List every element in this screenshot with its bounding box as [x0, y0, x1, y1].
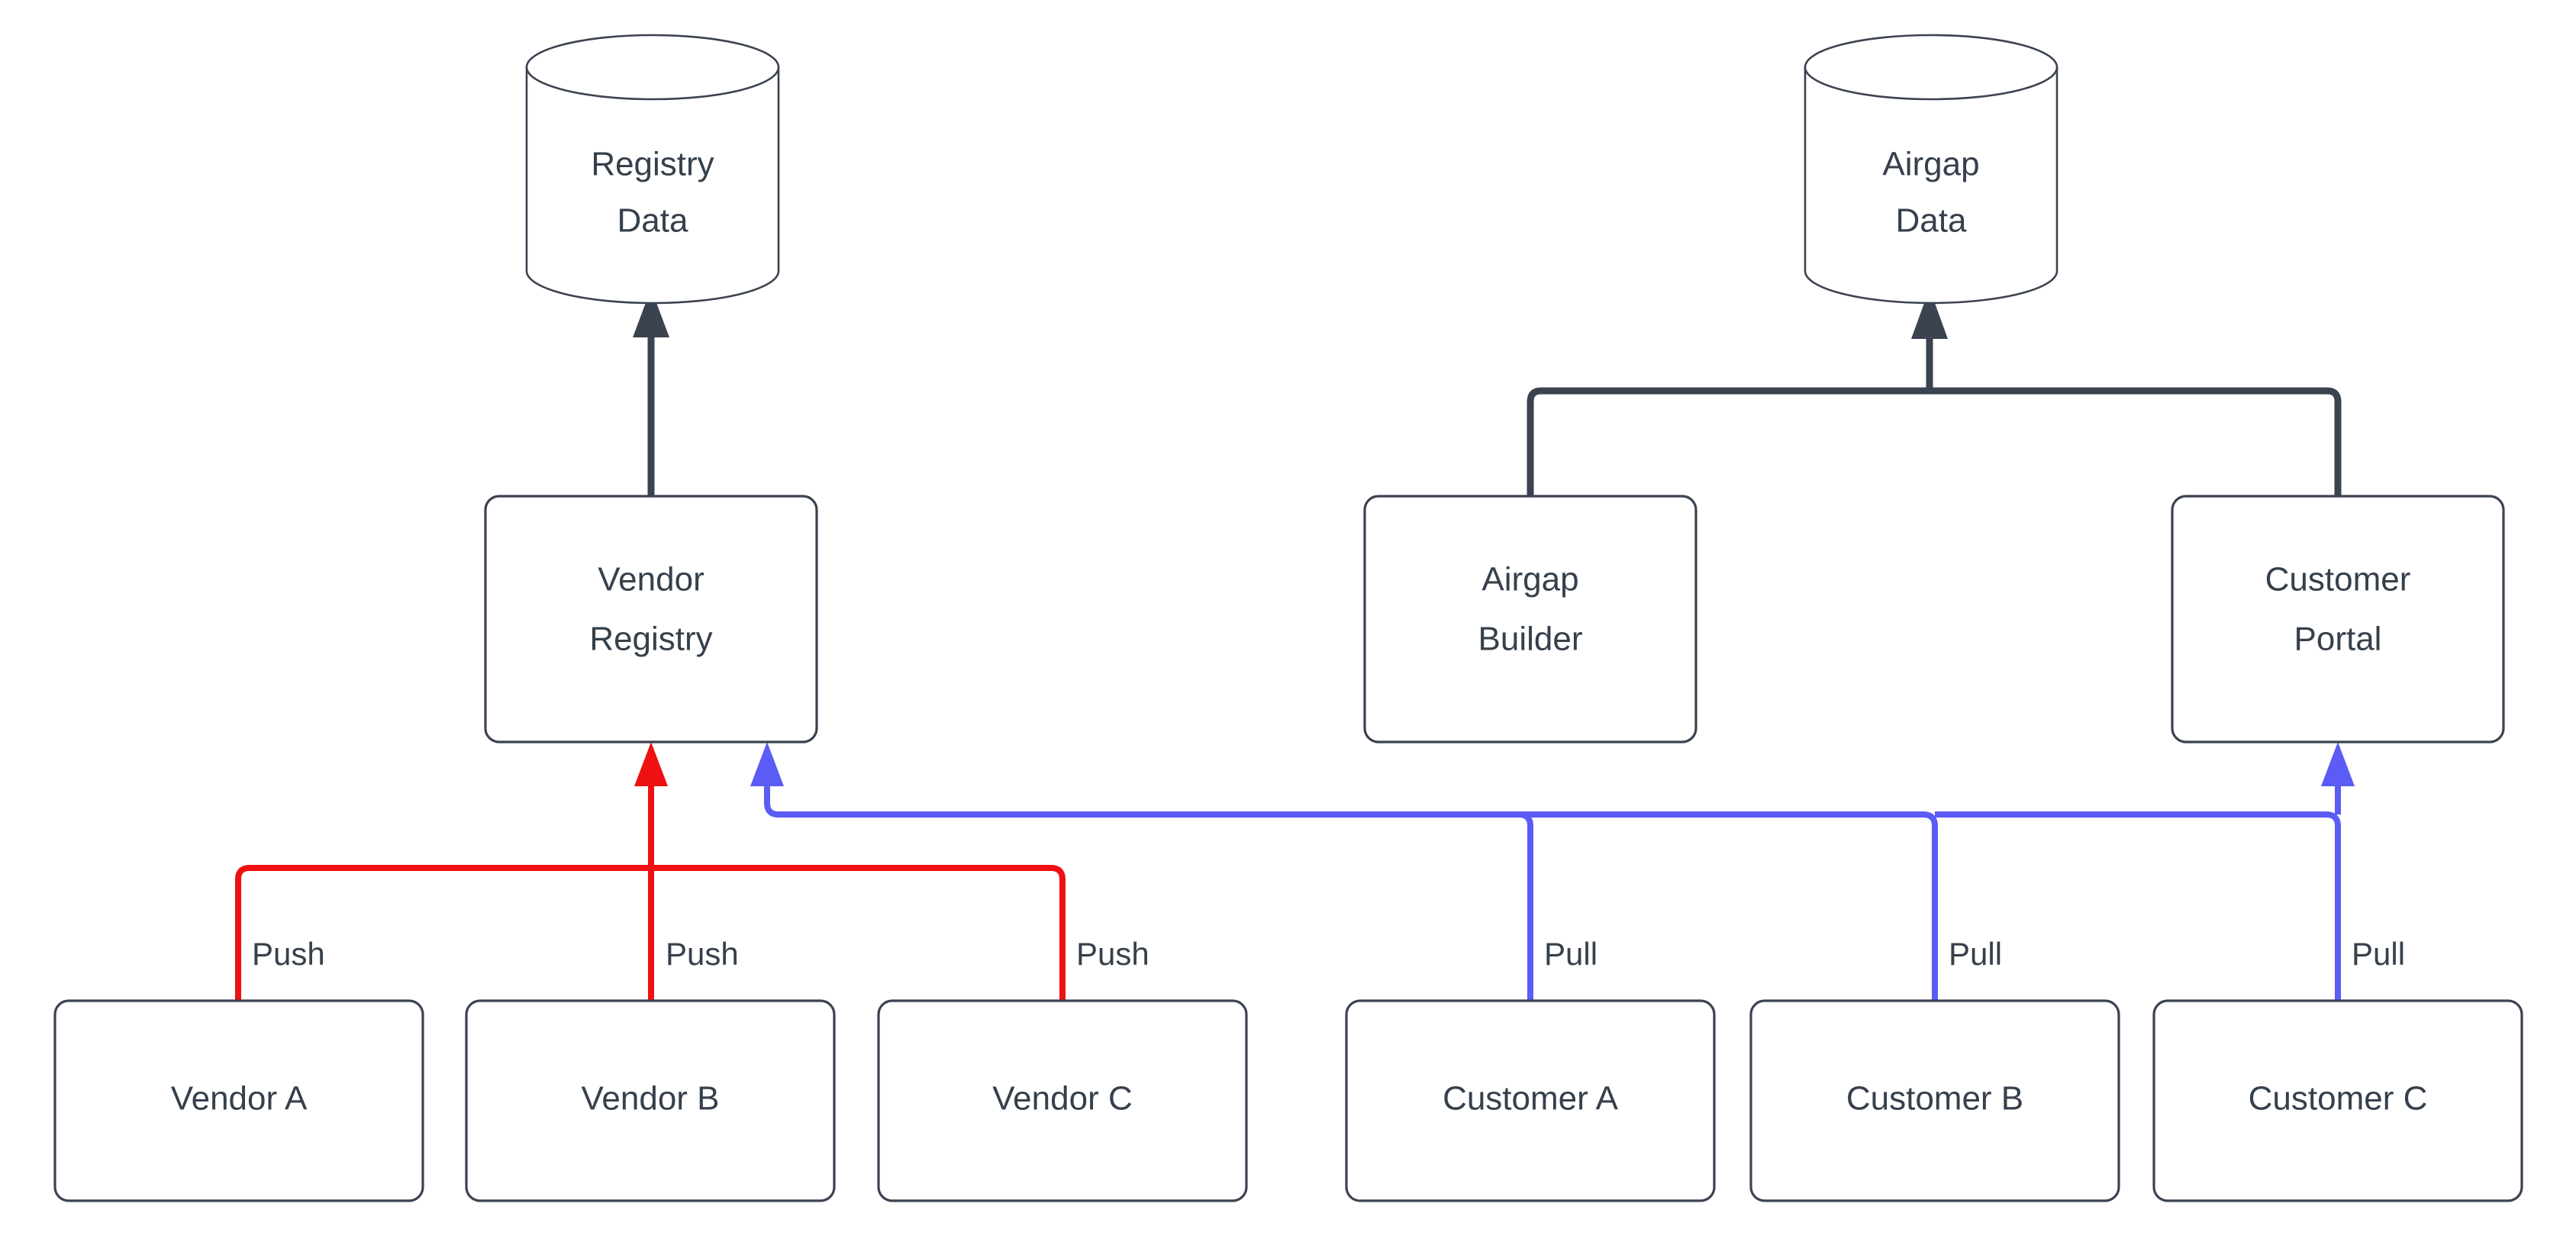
node-airgap-data[interactable]: Airgap Data: [1804, 34, 2059, 305]
node-vendor-c[interactable]: Vendor C: [877, 999, 1248, 1202]
edge-airgap-trunk-to-airgap-data: [1911, 289, 1948, 391]
edge-customer-b-pull: [779, 811, 1938, 1001]
node-registry-data[interactable]: Registry Data: [525, 34, 780, 305]
edge-label-customer-a-pull: Pull: [1544, 936, 1598, 972]
node-vendor-a[interactable]: Vendor A: [53, 999, 424, 1202]
edge-vendor-a-push: [235, 865, 651, 1001]
vendor-a-label: Vendor A: [171, 1080, 308, 1118]
edge-label-customer-b-pull: Pull: [1949, 936, 2002, 972]
airgap-data-label-line2: Data: [1896, 202, 1967, 240]
edge-pull-trunk-to-vendor-registry: [750, 742, 784, 818]
edge-customer-portal-to-airgap-data: [1930, 387, 2342, 496]
edge-label-vendor-a-push: Push: [252, 936, 325, 972]
edge-customer-c-pull: [1935, 742, 2355, 1001]
edge-label-vendor-c-push: Push: [1076, 936, 1149, 972]
node-customer-portal[interactable]: Customer Portal: [2171, 495, 2505, 744]
node-customer-a[interactable]: Customer A: [1345, 999, 1716, 1202]
node-airgap-builder[interactable]: Airgap Builder: [1363, 495, 1697, 744]
node-customer-c[interactable]: Customer C: [2152, 999, 2523, 1202]
edge-vendor-registry-to-registry-data: [633, 289, 669, 496]
edge-label-vendor-b-push: Push: [666, 936, 739, 972]
customer-b-label: Customer B: [1846, 1080, 2023, 1118]
node-vendor-registry[interactable]: Vendor Registry: [484, 495, 818, 744]
airgap-builder-label-line2: Builder: [1478, 621, 1583, 658]
vendor-c-label: Vendor C: [992, 1080, 1132, 1118]
edge-airgap-builder-to-airgap-data: [1527, 387, 1930, 496]
vendor-registry-label-line2: Registry: [589, 621, 712, 658]
customer-a-label: Customer A: [1443, 1080, 1619, 1118]
edge-label-customer-c-pull: Pull: [2352, 936, 2405, 972]
vendor-registry-label-line1: Vendor: [598, 561, 704, 598]
node-vendor-b[interactable]: Vendor B: [465, 999, 836, 1202]
edge-vendor-c-push: [651, 865, 1066, 1001]
edge-push-trunk-to-vendor-registry: [634, 742, 668, 868]
edge-customer-a-pull: [779, 811, 1533, 1001]
customer-portal-label-line2: Portal: [2294, 621, 2382, 658]
airgap-builder-label-line1: Airgap: [1481, 561, 1578, 598]
airgap-data-label-line1: Airgap: [1882, 146, 1979, 183]
customer-c-label: Customer C: [2249, 1080, 2428, 1118]
registry-data-label-line1: Registry: [591, 146, 714, 183]
node-customer-b[interactable]: Customer B: [1749, 999, 2120, 1202]
registry-data-label-line2: Data: [617, 202, 688, 240]
vendor-b-label: Vendor B: [581, 1080, 719, 1118]
customer-portal-label-line1: Customer: [2265, 561, 2411, 598]
